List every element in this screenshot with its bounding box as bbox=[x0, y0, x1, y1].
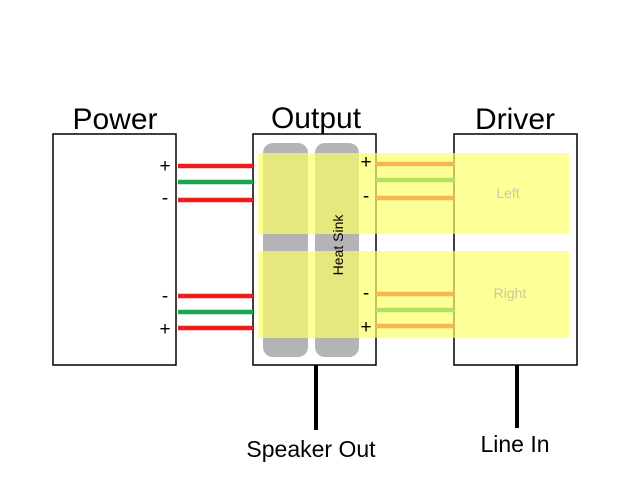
left-channel-label: Left bbox=[496, 185, 519, 201]
driver-title: Driver bbox=[475, 103, 555, 136]
output-plus-top: + bbox=[360, 152, 371, 173]
output-minus-top: - bbox=[363, 186, 369, 207]
right-channel-label: Right bbox=[494, 285, 527, 301]
power-wires bbox=[178, 163, 253, 331]
power-title: Power bbox=[72, 103, 157, 136]
output-title: Output bbox=[271, 102, 362, 135]
left-channel-zone bbox=[258, 153, 569, 234]
heat-sink-label: Heat Sink bbox=[330, 214, 346, 276]
line-in-label: Line In bbox=[480, 431, 549, 457]
power-box bbox=[52, 133, 177, 366]
power-plus-top: + bbox=[159, 156, 170, 177]
power-minus-top: - bbox=[162, 188, 168, 209]
power-plus-bottom: + bbox=[159, 319, 170, 340]
power-minus-bottom: - bbox=[162, 286, 168, 307]
output-minus-bottom: - bbox=[363, 283, 369, 304]
right-channel-zone bbox=[258, 251, 569, 338]
speaker-out-label: Speaker Out bbox=[246, 436, 376, 462]
output-plus-bottom: + bbox=[360, 317, 371, 338]
